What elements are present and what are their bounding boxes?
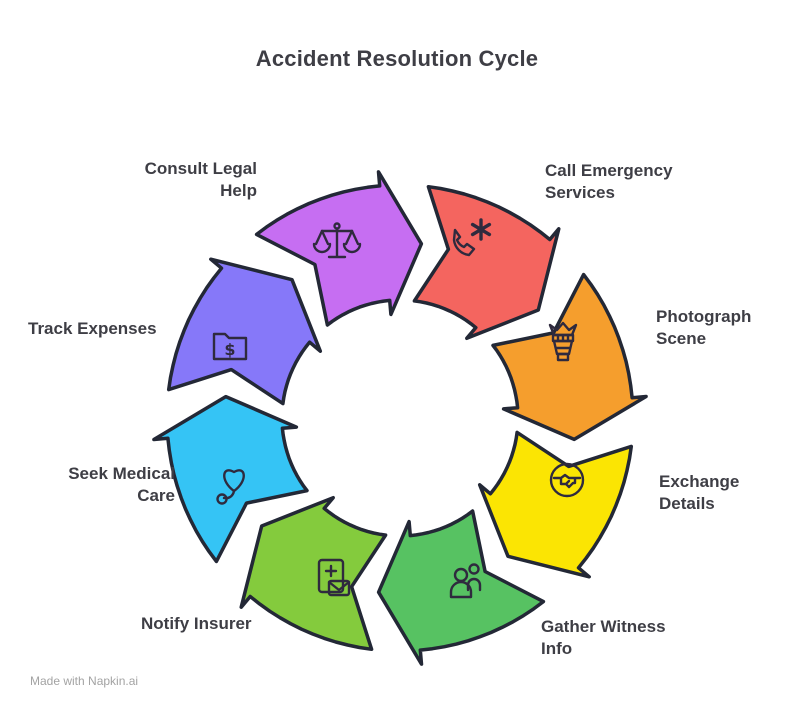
call-emergency-services-arrow [412,184,561,341]
label-exchange-details: Exchange Details [659,472,740,514]
label-seek-medical-care: Seek Medical Care [68,464,175,506]
track-expenses-arrow [166,257,323,406]
seek-medical-care-arrow [152,394,309,564]
svg-text:$: $ [224,340,235,359]
scales-icon [312,222,362,259]
phone-medical-icon [452,218,492,257]
exchange-details-arrow [477,430,634,579]
cycle-ring [152,170,648,666]
notify-insurer-arrow [239,495,388,652]
folder-dollar-icon: $ [212,332,248,361]
gather-witness-info-arrow [376,509,546,666]
label-call-emergency-services: Call Emergency Services [545,161,673,203]
label-photograph-scene: Photograph Scene [656,307,752,349]
label-track-expenses: Track Expenses [28,319,157,338]
handshake-icon [549,462,585,498]
photograph-scene-arrow [491,272,648,442]
heart-stethoscope-icon [216,469,245,505]
watermark: Made with Napkin.ai [30,674,139,688]
page-title: Accident Resolution Cycle [255,46,539,71]
document-envelope-icon [317,558,351,597]
label-notify-insurer: Notify Insurer [141,614,252,633]
consult-legal-help-arrow [254,170,424,327]
label-consult-legal-help: Consult Legal Help [144,159,257,201]
people-icon [449,563,482,599]
label-gather-witness-info: Gather Witness Info [541,617,666,659]
camera-lens-icon [548,321,578,362]
